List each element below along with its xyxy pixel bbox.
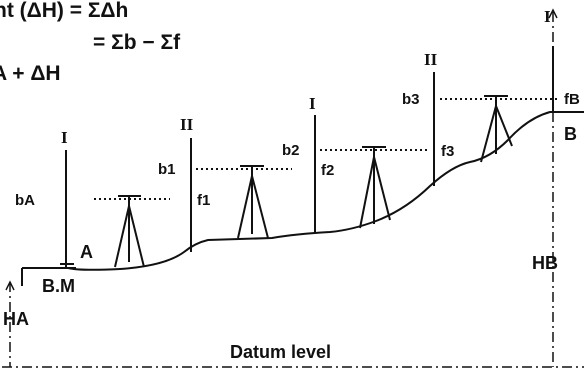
level-instrument-1 bbox=[114, 195, 145, 268]
reading-b1: b1 bbox=[158, 161, 176, 178]
equation-line-3: A + ΔH bbox=[0, 62, 61, 85]
reading-bA: bA bbox=[15, 192, 35, 209]
datum-level-label: Datum level bbox=[230, 342, 331, 362]
level-instrument-4 bbox=[480, 95, 513, 163]
point-B: B bbox=[564, 124, 577, 144]
staff-label-4: II bbox=[424, 50, 438, 69]
staff-label-5: I bbox=[544, 7, 551, 26]
reading-fB: fB bbox=[564, 91, 580, 108]
height-HB: HB bbox=[532, 253, 558, 273]
height-HA: HA bbox=[3, 309, 29, 329]
reading-b3: b3 bbox=[402, 91, 420, 108]
point-A: A bbox=[80, 242, 93, 262]
reading-f1: f1 bbox=[197, 192, 210, 209]
equation-line-2: = Σb − Σf bbox=[93, 31, 181, 54]
staff-label-2: II bbox=[180, 115, 194, 134]
benchmark-label: B.M bbox=[42, 276, 75, 296]
hb-arrow-top bbox=[548, 8, 558, 19]
terrain-profile bbox=[22, 111, 584, 271]
level-instrument-3 bbox=[359, 146, 391, 229]
level-instrument-2 bbox=[237, 165, 269, 239]
staff-label-1: I bbox=[61, 128, 68, 147]
staff-label-3: I bbox=[309, 94, 316, 113]
ha-arrow-top bbox=[5, 280, 15, 291]
reading-b2: b2 bbox=[282, 142, 300, 159]
reading-f2: f2 bbox=[321, 162, 334, 179]
reading-f3: f3 bbox=[441, 143, 454, 160]
equation-line-1: ht (ΔH) = ΣΔh bbox=[0, 0, 128, 22]
